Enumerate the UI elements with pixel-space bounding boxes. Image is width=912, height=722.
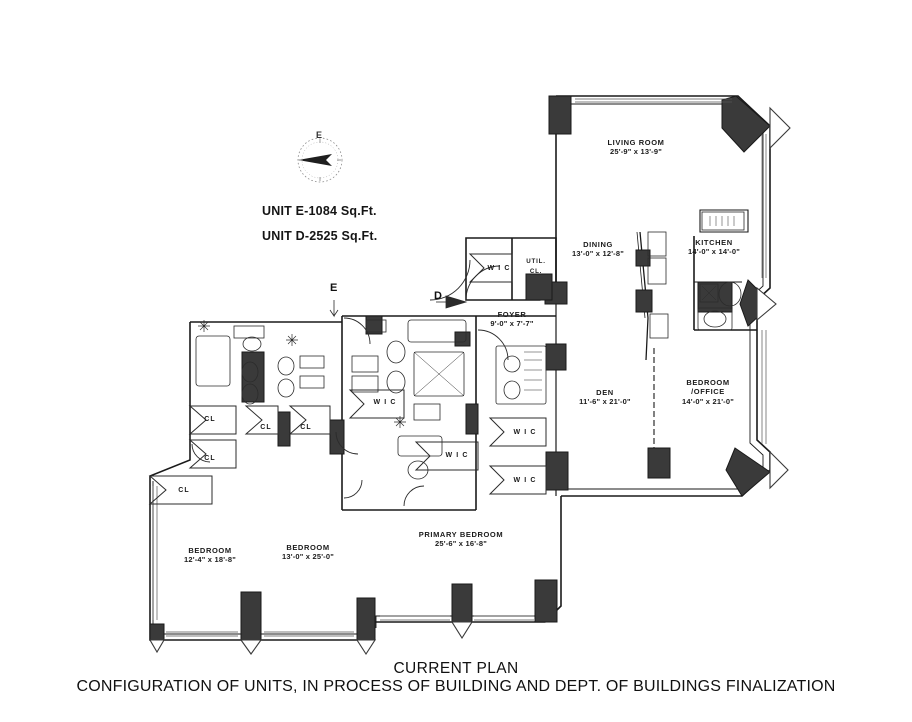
closet-tag-wic-5: W I C (513, 477, 537, 484)
entry-marker-e: E (330, 282, 338, 294)
compass-label-e: E (316, 130, 323, 140)
closet-tag-wic-1: W I C (487, 265, 511, 272)
structural-columns (149, 95, 773, 641)
closet-tag-cl-2: CL (204, 455, 216, 462)
closet-tag-util-cl-line1: UTIL. (526, 258, 546, 265)
window-wall-strips (152, 98, 767, 637)
closet-tag-util-cl-line2: CL. (529, 268, 543, 275)
entry-marker-d: D (434, 290, 442, 302)
caption-line-1: CURRENT PLAN (393, 660, 519, 677)
caption-line-2: CONFIGURATION OF UNITS, IN PROCESS OF BU… (76, 678, 836, 695)
entry-arrows (329, 295, 468, 318)
door-swings (191, 259, 509, 507)
closet-outlines (148, 253, 547, 505)
unit-d-area: UNIT D-2525 Sq.Ft. (262, 229, 378, 243)
unit-e-area: UNIT E-1084 Sq.Ft. (262, 204, 377, 218)
closet-tag-cl-3: CL (178, 487, 190, 494)
wall-end-arrows (149, 106, 791, 656)
closet-tag-wic-3: W I C (445, 452, 469, 459)
compass-rose-graphic (297, 137, 343, 183)
closet-tag-wic-4: W I C (513, 429, 537, 436)
closet-tag-cl-1: CL (204, 416, 216, 423)
closet-tag-wic-2: W I C (373, 399, 397, 406)
plumbing-fixtures (195, 211, 745, 480)
closet-tag-cl-4: CL (260, 424, 272, 431)
closet-tag-cl-5: CL (300, 424, 312, 431)
